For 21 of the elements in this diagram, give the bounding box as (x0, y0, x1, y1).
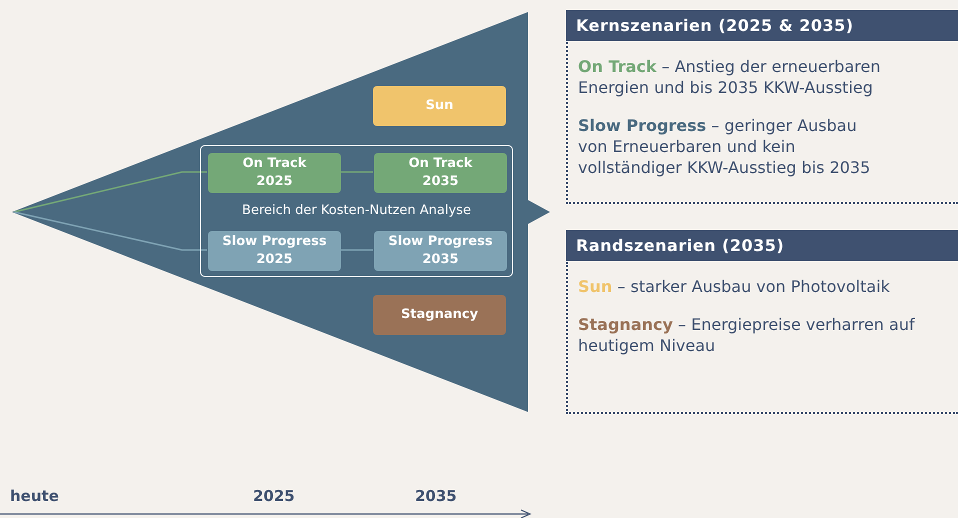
section-header: Randszenarien (2035) (566, 230, 958, 261)
connector-line (340, 249, 373, 251)
scenario-box: Stagnancy (373, 295, 506, 335)
scenario-description: Sun – starker Ausbau von Photovoltaik (578, 276, 891, 297)
connector-line (14, 171, 207, 213)
scenario-box: Slow Progress 2035 (374, 231, 507, 271)
scenario-description: Stagnancy – Energiepreise verharren auf heutigem Niveau (578, 314, 916, 356)
connector-line (340, 171, 373, 173)
timeline-label: 2035 (415, 487, 457, 505)
area-label: Bereich der Kosten-Nutzen Analyse (241, 203, 472, 218)
scenario-description: Slow Progress – geringer Ausbau von Erneuerbaren und kein vollständiger KKW-Ausstieg bis 2035 (578, 115, 872, 178)
timeline-label: heute (10, 487, 59, 505)
connector-line (14, 211, 207, 251)
scenario-description: On Track – Anstieg der erneuerbaren Energien und bis 2035 KKW-Ausstieg (578, 56, 882, 98)
scenario-box: On Track 2025 (208, 153, 341, 193)
timeline-label: 2025 (253, 487, 295, 505)
analysis-frame (200, 145, 513, 277)
scenario-box: Slow Progress 2025 (208, 231, 341, 271)
scenario-box: On Track 2035 (374, 153, 507, 193)
section-header: Kernszenarien (2025 & 2035) (566, 10, 958, 41)
scenario-box: Sun (373, 86, 506, 126)
